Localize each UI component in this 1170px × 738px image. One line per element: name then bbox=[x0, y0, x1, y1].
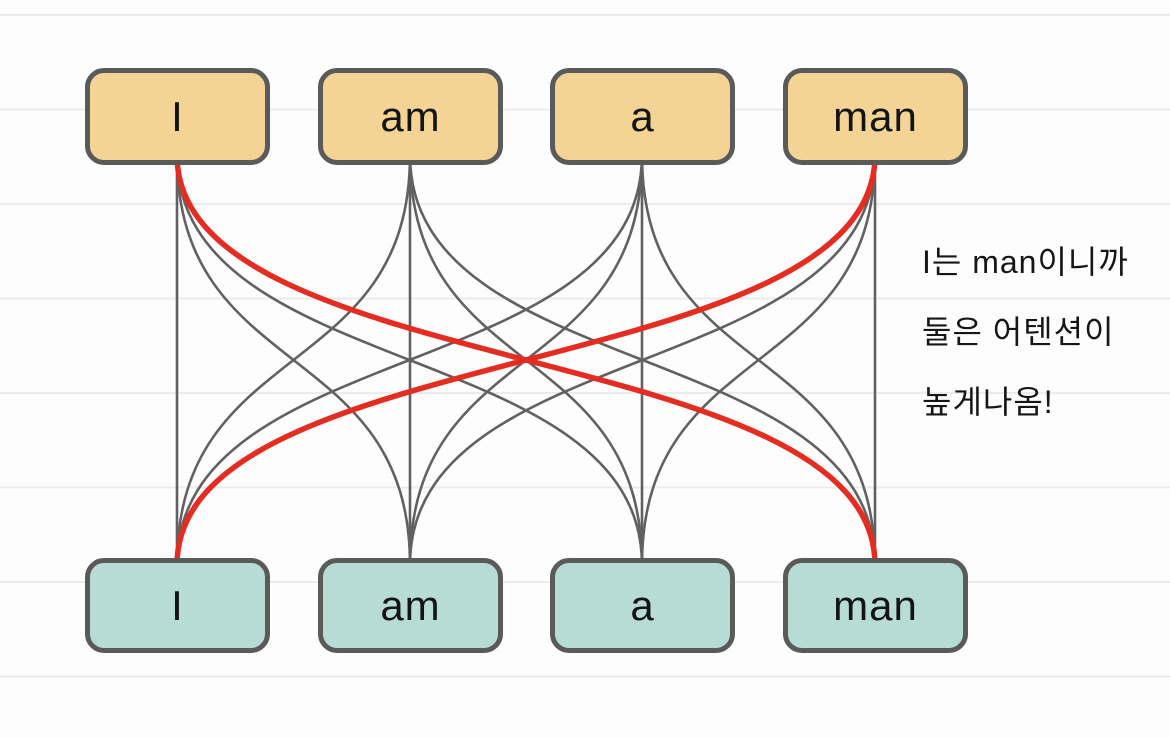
top-token-man: man bbox=[783, 68, 968, 165]
attention-edge bbox=[408, 153, 877, 567]
handwritten-note: I는 man이니까 둘은 어텐션이 높게나옴! bbox=[922, 246, 1129, 456]
top-token-I: I bbox=[85, 68, 270, 165]
bottom-token-a: a bbox=[550, 558, 735, 653]
attention-edge bbox=[175, 153, 412, 567]
bottom-token-man: man bbox=[783, 558, 968, 653]
note-line-1: I는 man이니까 bbox=[922, 244, 1129, 280]
note-line-3: 높게나옴! bbox=[922, 384, 1054, 420]
attention-edge-highlighted bbox=[174, 152, 878, 568]
bottom-token-am: am bbox=[318, 558, 503, 653]
bottom-token-I: I bbox=[85, 558, 270, 653]
attention-edge bbox=[640, 153, 877, 567]
top-token-a: a bbox=[550, 68, 735, 165]
top-token-am: am bbox=[318, 68, 503, 165]
attention-edge bbox=[175, 153, 644, 567]
note-line-2: 둘은 어텐션이 bbox=[922, 314, 1115, 350]
